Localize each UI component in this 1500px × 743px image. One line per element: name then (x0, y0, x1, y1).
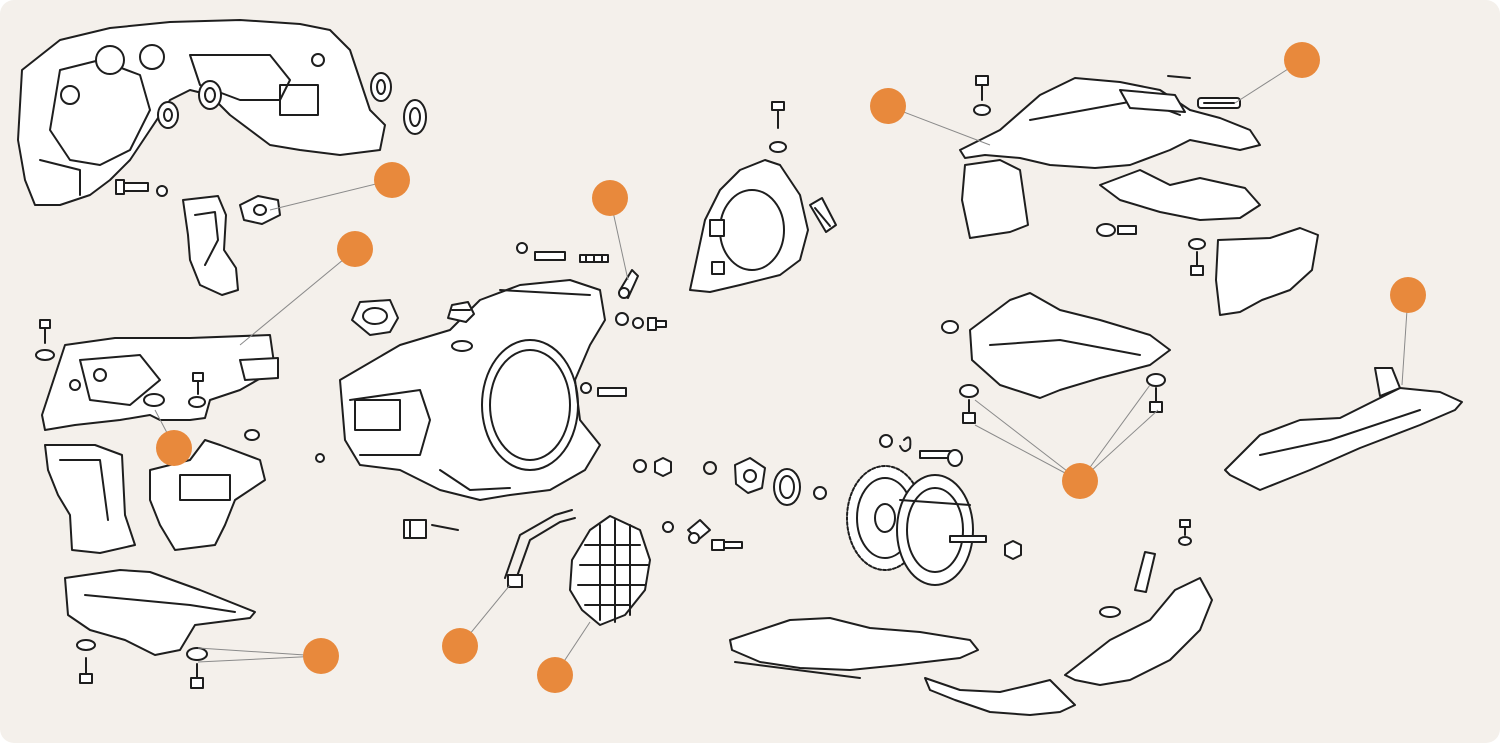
grommet-ring-1 (198, 80, 222, 110)
hotspot-4[interactable] (303, 638, 339, 674)
washer-1 (156, 185, 168, 197)
fan-guard-screen (569, 515, 651, 626)
bolt-13 (1179, 519, 1191, 536)
hose-clamp-strip (1197, 97, 1241, 109)
air-duct-center (149, 439, 266, 551)
right-duct-panel (1215, 227, 1319, 316)
nut-3 (1004, 540, 1022, 560)
screw-4 (597, 387, 627, 397)
hotspot-2[interactable] (337, 231, 373, 267)
pin-small (1167, 75, 1191, 79)
screw-3 (647, 317, 667, 331)
hotspot-9[interactable] (1284, 42, 1320, 78)
lower-floor-plate (729, 617, 979, 679)
thermostat-valve (618, 269, 639, 299)
bottom-tray-left (64, 569, 256, 656)
small-bolt-1 (315, 453, 325, 463)
oil-seal-ring (773, 468, 801, 506)
curved-heater-duct (1064, 577, 1213, 686)
washer-14 (1096, 223, 1116, 237)
hotspot-8[interactable] (870, 88, 906, 124)
washer-11 (662, 521, 674, 533)
lower-bent-plate (924, 677, 1076, 716)
strap-band (504, 509, 576, 588)
cam-sprocket (734, 457, 766, 494)
left-housing-plate (41, 334, 279, 431)
bolt-3 (79, 657, 93, 684)
washer-8 (580, 382, 592, 394)
bolt-11 (962, 399, 976, 424)
spring-pin (579, 254, 609, 263)
top-cover-shroud (959, 77, 1261, 169)
grommet-ring-3 (370, 72, 392, 102)
clip-1 (879, 434, 893, 448)
washer-17 (959, 384, 979, 398)
hotspot-3[interactable] (156, 430, 192, 466)
hotspot-1[interactable] (374, 162, 410, 198)
washer-13 (973, 104, 991, 116)
washer-9 (633, 459, 647, 473)
washer-7 (632, 317, 644, 329)
screw-1 (115, 179, 149, 195)
bolt-2 (192, 372, 204, 395)
hotspot-10[interactable] (1390, 277, 1426, 313)
washer-16 (941, 320, 959, 334)
hotspots (156, 42, 1426, 693)
clutch-disc (896, 474, 974, 586)
bolt-4 (190, 663, 204, 689)
bolt-8 (975, 75, 989, 101)
screw-5 (711, 539, 743, 551)
washer-2 (35, 349, 55, 361)
nut-1 (654, 457, 672, 477)
link-clip (687, 519, 711, 544)
washer-12 (769, 141, 787, 153)
seal-ring-1 (403, 99, 427, 135)
washer-15 (1188, 238, 1206, 250)
bolt-10 (1190, 251, 1204, 276)
engine-shroud-large (17, 19, 386, 206)
bolt-1 (39, 319, 51, 344)
bolt-7 (949, 535, 987, 543)
latch-clip (809, 197, 837, 233)
air-duct-left (44, 444, 136, 554)
washer-3 (188, 396, 206, 408)
grommet-ring-4 (143, 393, 165, 407)
hose-short (1134, 551, 1156, 593)
flange-gasket (239, 195, 281, 225)
nut-2 (947, 449, 963, 467)
snap-ring-1 (703, 461, 717, 475)
washer-5 (186, 647, 208, 661)
long-floor-panel (1224, 367, 1463, 491)
heat-exchanger-tray (969, 292, 1171, 399)
hotspot-6[interactable] (537, 657, 573, 693)
fan-cover-plate (689, 159, 809, 293)
clip-2 (899, 436, 912, 452)
bolt-5 (771, 101, 785, 129)
washer-6 (615, 312, 629, 326)
grommet-small-1 (244, 429, 260, 441)
bolt-12 (1149, 387, 1163, 413)
clip-block (403, 519, 427, 539)
side-panel-right (961, 159, 1029, 239)
grommet-small-2 (1099, 606, 1121, 618)
deflector-plate (1099, 169, 1261, 221)
oil-filler-neck (447, 301, 475, 323)
fan-housing (339, 279, 606, 501)
washer-10 (813, 486, 827, 500)
hotspot-7[interactable] (592, 180, 628, 216)
hotspot-5[interactable] (442, 628, 478, 664)
bolt-6 (919, 450, 951, 459)
screw-2 (516, 242, 566, 261)
washer-4 (76, 639, 96, 651)
grommet-ring-2 (157, 101, 179, 129)
bolt-9 (1117, 225, 1137, 235)
hotspot-11[interactable] (1062, 463, 1098, 499)
oil-cap (351, 299, 399, 336)
mounting-bracket (182, 195, 239, 296)
washer-18 (1146, 373, 1166, 387)
pin-rod (431, 524, 459, 531)
washer-19 (1178, 536, 1192, 546)
